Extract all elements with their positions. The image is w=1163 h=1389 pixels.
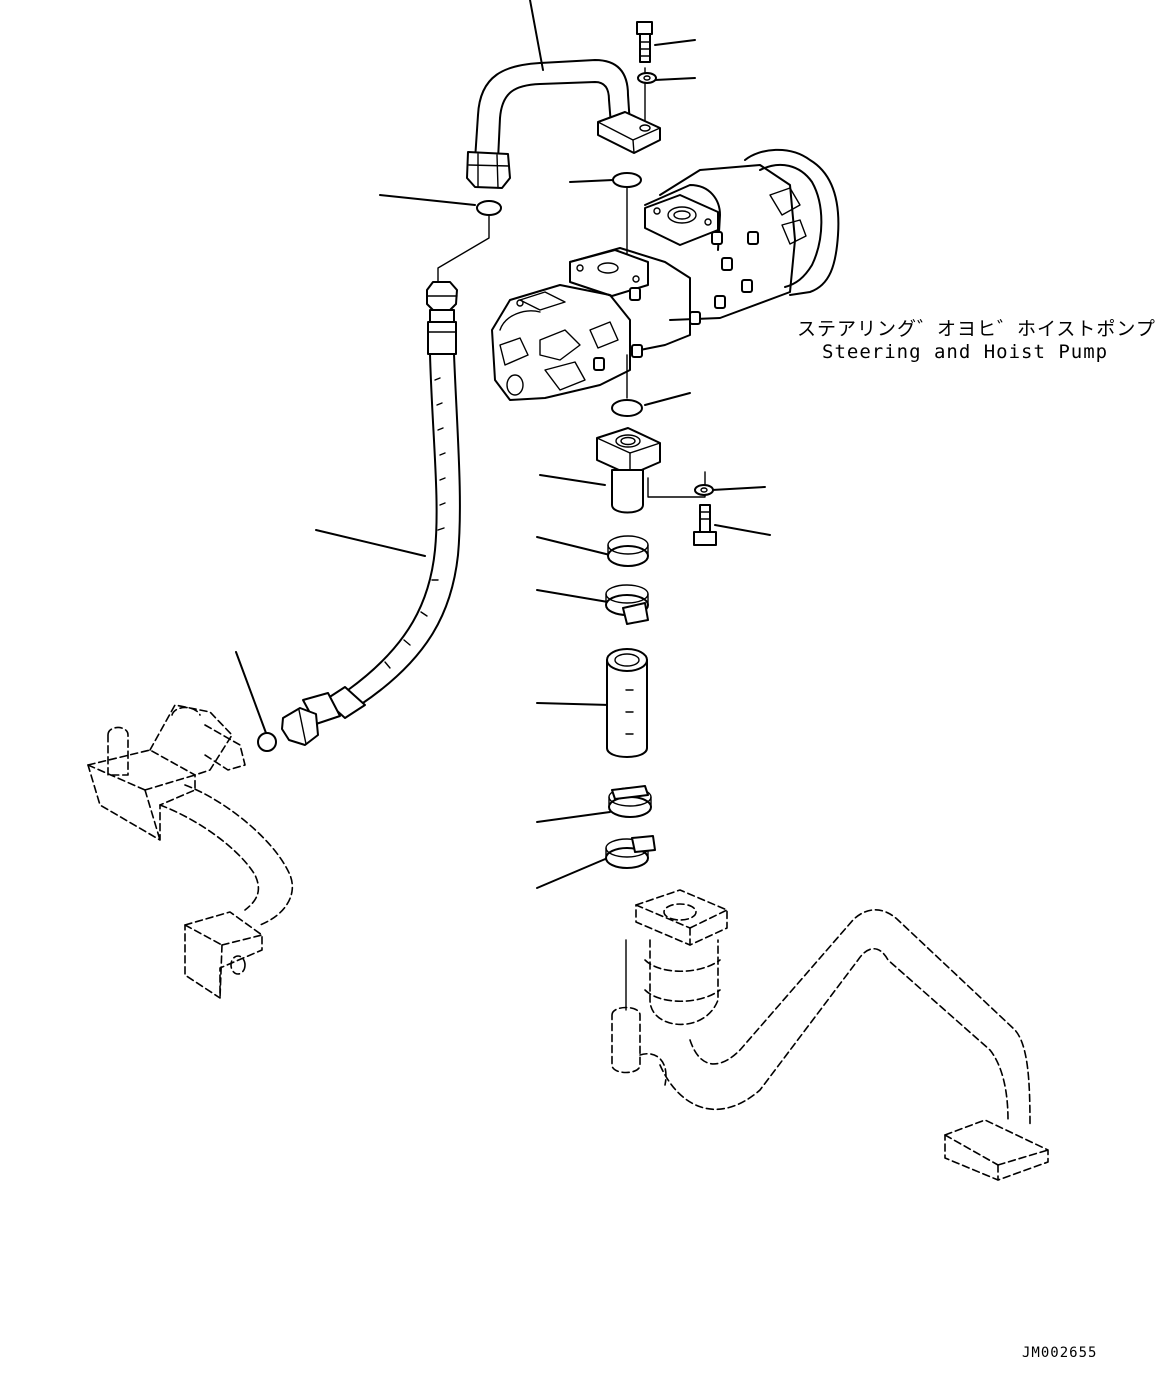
leader-line-washer-top bbox=[654, 77, 696, 81]
o-ring-hose-end bbox=[257, 732, 277, 752]
right-pipe-assembly bbox=[611, 889, 1049, 1181]
bolt-lower bbox=[693, 504, 717, 546]
leader-line-washer-lower bbox=[711, 486, 766, 491]
leader-line-hose bbox=[315, 529, 426, 557]
u-tube-nut bbox=[466, 151, 511, 189]
washer-lower bbox=[694, 484, 714, 496]
hose-clamp-4 bbox=[605, 835, 656, 869]
leader-lines bbox=[235, 0, 771, 889]
alignment-line-left-oring bbox=[437, 214, 490, 284]
leader-line-bolt-top bbox=[654, 39, 696, 46]
o-ring-upper-right bbox=[612, 172, 642, 188]
left-valve-assembly bbox=[87, 704, 294, 999]
top-u-tube bbox=[466, 59, 661, 189]
leader-line-clamp-2 bbox=[536, 589, 609, 603]
o-ring-upper-left bbox=[476, 200, 502, 216]
leader-line-oring-upper-right bbox=[569, 179, 614, 183]
leader-line-rubber-hose bbox=[536, 702, 611, 706]
leader-line-clamp-3 bbox=[536, 811, 611, 823]
hose-clamp-2 bbox=[605, 584, 649, 625]
u-tube-flange bbox=[597, 111, 661, 154]
pump-title-jp: ステアリング゛オヨヒ゛ホイストポンプ bbox=[797, 318, 1156, 340]
leader-line-oring-hose-end bbox=[235, 651, 267, 734]
washer-top bbox=[637, 72, 657, 84]
leader-line-oring-pump-bottom bbox=[644, 392, 691, 406]
leader-line-clamp-4 bbox=[536, 856, 611, 889]
leader-line-elbow-flange bbox=[539, 474, 606, 486]
bolt-top bbox=[636, 21, 653, 63]
leader-line-bolt-lower bbox=[714, 524, 771, 536]
u-tube-outer bbox=[474, 59, 631, 161]
elbow-flange bbox=[596, 427, 661, 514]
rubber-hose-segment bbox=[606, 648, 648, 758]
hose-clamp-1 bbox=[607, 535, 649, 567]
drawing-code: JM002655 bbox=[1022, 1345, 1097, 1361]
steering-and-hoist-pump bbox=[491, 148, 840, 401]
o-ring-pump-bottom bbox=[611, 399, 643, 417]
u-tube-inner bbox=[497, 81, 612, 161]
hose-clamp-3 bbox=[608, 785, 652, 818]
alignment-lines bbox=[437, 67, 706, 1011]
leader-line-clamp-1 bbox=[536, 536, 611, 556]
pump-title-en: Steering and Hoist Pump bbox=[822, 341, 1108, 363]
leader-line-oring-upper-left bbox=[379, 194, 476, 206]
hydraulic-hose bbox=[281, 281, 461, 746]
leader-line-tube-top bbox=[529, 0, 544, 71]
